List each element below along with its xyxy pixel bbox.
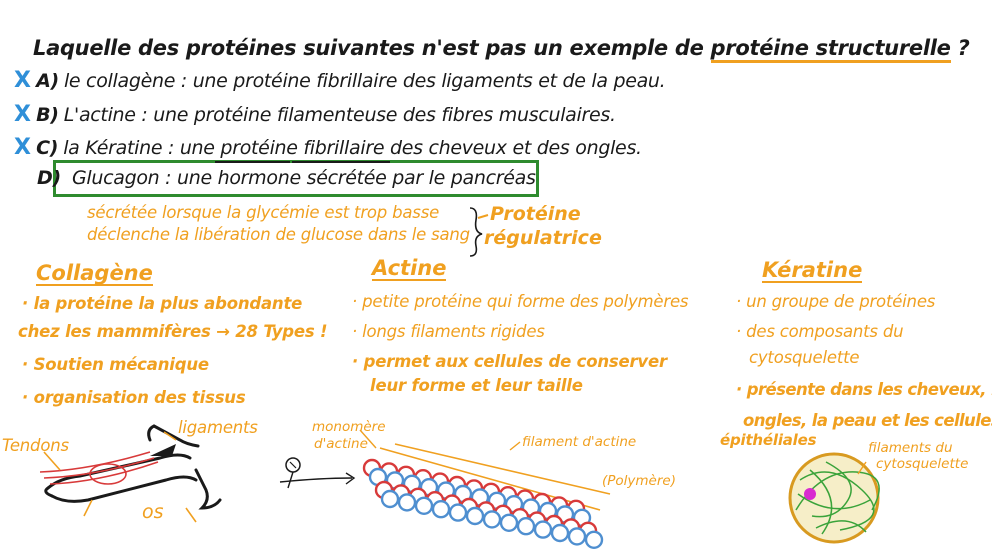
nucleus-icon [804, 488, 816, 500]
actin-monomer [584, 530, 604, 549]
actin-monomer [533, 520, 553, 539]
question-prefix: Laquelle des protéines suivantes n'est p… [33, 36, 711, 60]
filament-label: filament d'actine [522, 434, 637, 450]
keratine-title: Kératine [762, 258, 863, 283]
option-c: X C) la Kératine : une protéine fibrilla… [14, 137, 642, 159]
actin-monomer [414, 496, 434, 515]
tendon-sketch [39, 451, 159, 485]
actine-line-4: leur forme et leur taille [370, 376, 583, 395]
arrow-head-icon [345, 472, 356, 485]
tendons-label: Tendons [2, 436, 69, 455]
monomere-label-line1: monomère [312, 419, 386, 435]
bone-lower-edge [50, 475, 198, 503]
keratine-line-6: épithéliales [720, 431, 817, 449]
option-b-letter: B) [36, 104, 59, 126]
cross-mark-icon: X [14, 135, 31, 160]
keratine-line-4: · présente dans les cheveux, les [736, 380, 992, 399]
os-pointers [83, 499, 197, 523]
actine-line-3: · permet aux cellules de conserver [352, 352, 667, 371]
zoom-arrow [279, 477, 353, 483]
glucagon-note-line1: sécrétée lorsque la glycémie est trop ba… [87, 203, 440, 222]
question-suffix: ? [950, 36, 970, 60]
os-label: os [142, 501, 164, 523]
keratine-line-5: ongles, la peau et les cellules [743, 411, 992, 430]
cross-mark-icon: X [14, 102, 31, 127]
question-keyword: protéine structurelle [710, 36, 951, 63]
regulatory-label-line2: régulatrice [484, 227, 602, 249]
actin-monomer [448, 503, 468, 522]
actin-monomer [499, 513, 519, 532]
option-a-text: le collagène : une protéine fibrillaire … [63, 70, 666, 92]
cross-mark-icon: X [14, 68, 31, 93]
collagene-line-3: · Soutien mécanique [22, 355, 209, 374]
option-d-text: Glucagon : une hormone sécrétée par le p… [71, 167, 536, 189]
keratine-line-2: · des composants du [736, 322, 904, 341]
ligament-mark [150, 444, 176, 456]
actin-monomer [482, 510, 502, 529]
collagene-title: Collagène [36, 261, 153, 286]
actine-title: Actine [372, 256, 447, 281]
dash-connector [477, 214, 489, 219]
collagene-line-4: · organisation des tissus [22, 388, 246, 407]
cyto-label-line2: cytosquelette [876, 456, 969, 472]
filament-pointer [509, 441, 521, 451]
option-a-letter: A) [36, 70, 59, 92]
option-c-text: la Kératine : une protéine fibrillaire d… [63, 137, 642, 159]
keratine-line-1: · un groupe de protéines [736, 292, 936, 311]
glucagon-note-line2: déclenche la libération de glucose dans … [87, 225, 470, 244]
option-d-letter: D) [37, 167, 61, 189]
option-a: X A) le collagène : une protéine fibrill… [14, 68, 666, 93]
actin-monomer [550, 523, 570, 543]
actin-monomer [567, 527, 587, 546]
actin-monomer [431, 500, 451, 519]
monomere-label-line2: d'actine [314, 436, 368, 452]
polymere-label: (Polymère) [602, 473, 676, 489]
actin-monomer [380, 489, 400, 509]
cyto-label-line1: filaments du [868, 440, 953, 456]
option-b: X B) L'actine : une protéine filamenteus… [14, 104, 616, 126]
actin-monomer [516, 517, 536, 536]
collagene-line-2: chez les mammifères → 28 Types ! [18, 322, 328, 341]
option-b-text: L'actine : une protéine filamenteuse des… [63, 104, 616, 126]
actin-monomer [465, 506, 485, 526]
actine-line-1: · petite protéine qui forme des polymère… [352, 292, 689, 311]
actin-monomer [397, 493, 417, 512]
lower-bone [194, 468, 222, 510]
cyto-pointer [857, 461, 867, 475]
option-d: D) Glucagon : une hormone sécrétée par l… [37, 169, 536, 188]
bone-end [44, 486, 54, 498]
upper-bone [147, 424, 200, 448]
ligaments-label: ligaments [178, 418, 258, 437]
keratine-line-3: cytosquelette [749, 348, 860, 367]
regulatory-label-line1: Protéine [490, 203, 581, 225]
question: Laquelle des protéines suivantes n'est p… [33, 36, 970, 63]
cytoskeleton-filaments [795, 461, 880, 535]
brace-icon [469, 207, 483, 257]
monomere-pointer [359, 429, 377, 449]
collagene-line-1: · la protéine la plus abondante [22, 294, 303, 313]
polymere-bracket [394, 443, 611, 495]
tendon-pointer [43, 451, 61, 471]
option-c-letter: C) [36, 137, 59, 159]
joint-sketch [44, 424, 222, 510]
ligament-pointer [163, 431, 177, 441]
actine-line-2: · longs filaments rigides [352, 322, 545, 341]
